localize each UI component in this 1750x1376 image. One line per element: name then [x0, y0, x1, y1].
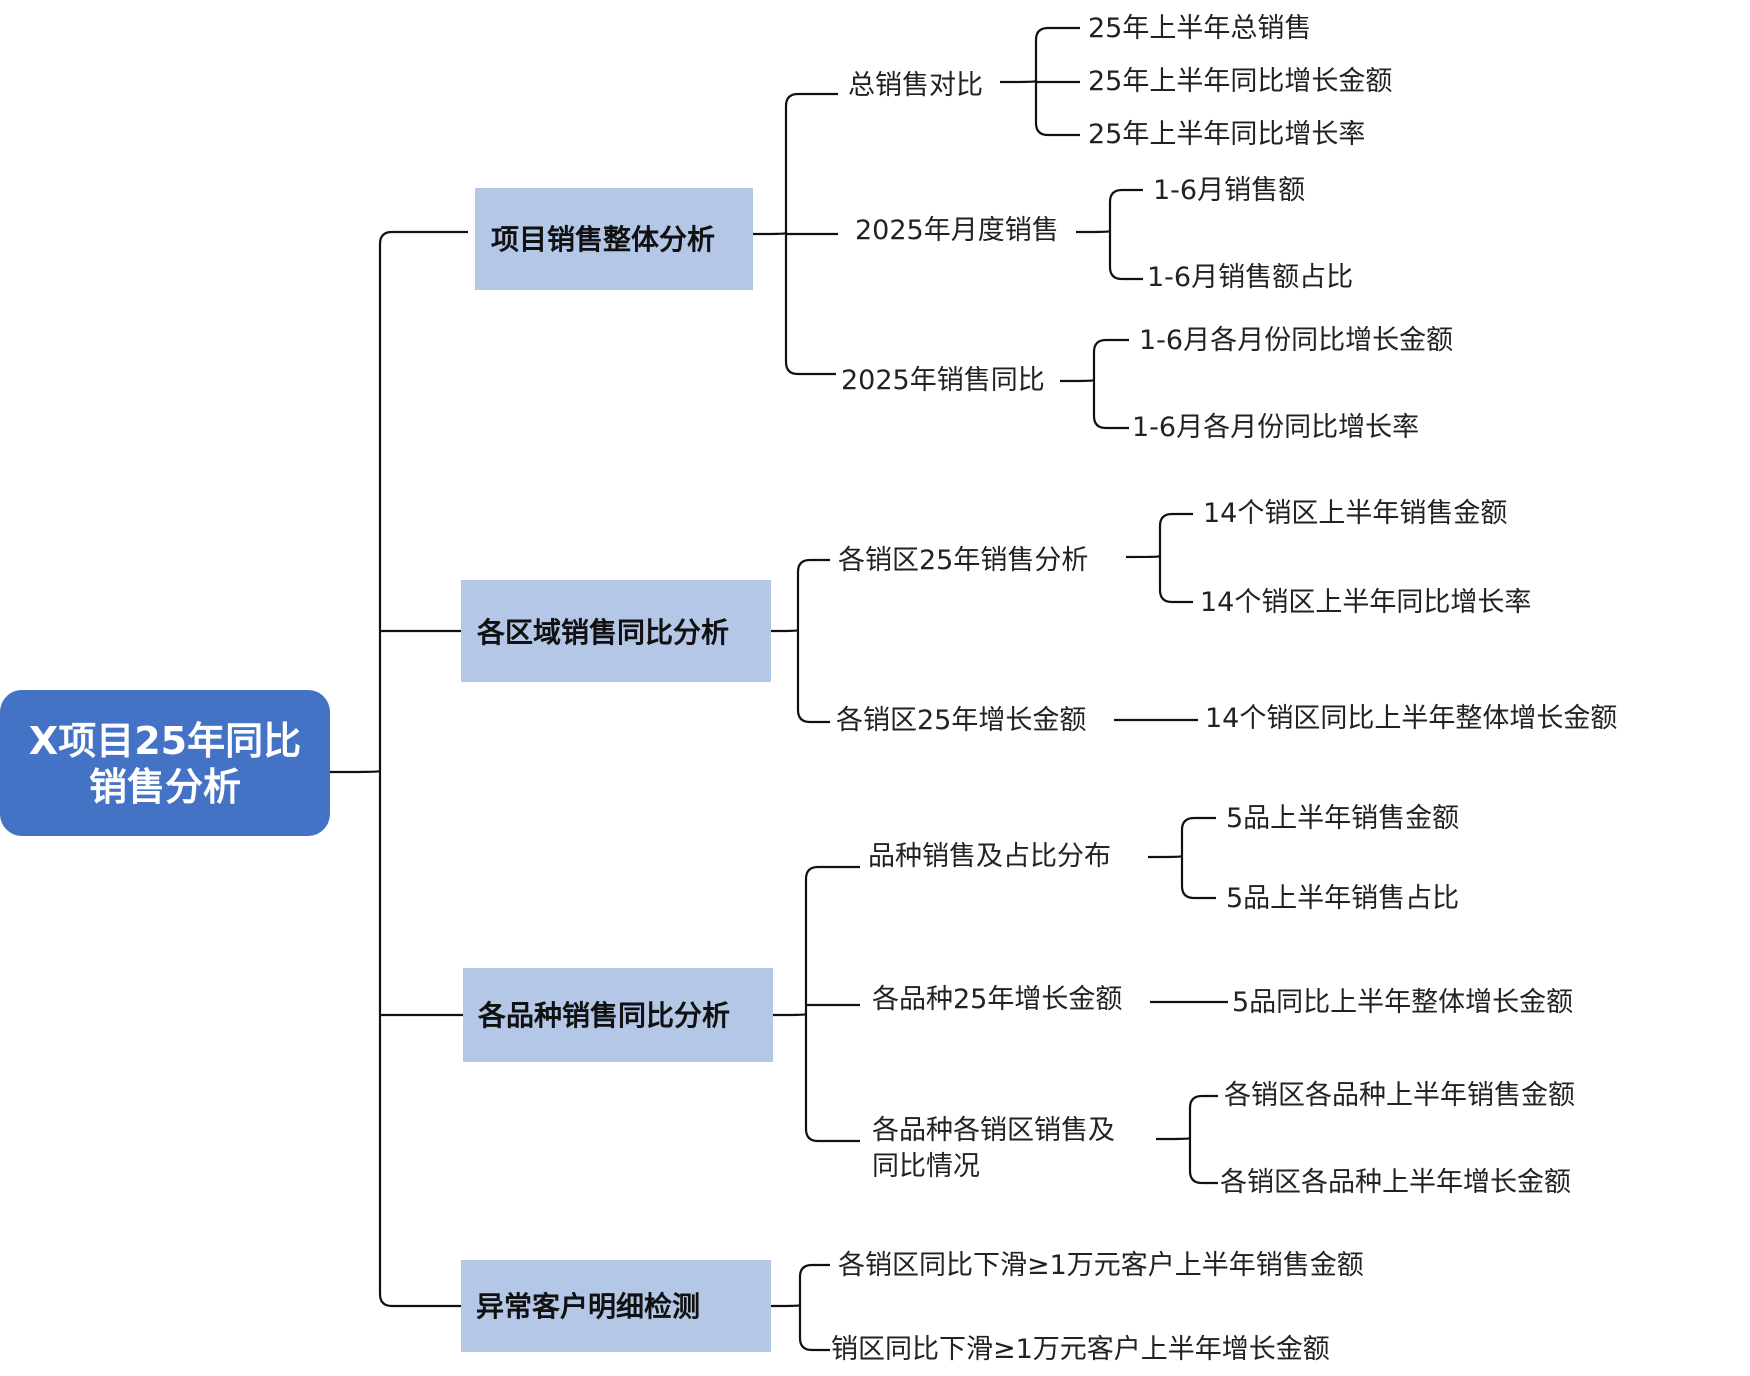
child-region-analysis-connector-arm [1158, 512, 1193, 527]
root-node[interactable]: X项目25年同比 销售分析 [0, 690, 330, 836]
child-yoy-connector-stem [1059, 378, 1096, 383]
branch-box [461, 1260, 771, 1352]
child-variety-region-connector-arm [1188, 1170, 1218, 1185]
root-connector-arm [378, 1293, 461, 1308]
leaf-node[interactable]: 5品同比上半年整体增长金额 [1232, 987, 1573, 1018]
connector-layer [329, 26, 1228, 1352]
child-region-analysis-connector-stem [1125, 554, 1162, 559]
branch-node-variety[interactable]: 各品种销售同比分析 [463, 968, 773, 1062]
child-node-variety-region-line-2[interactable]: 同比情况 [872, 1151, 980, 1182]
child-yoy-connector-arm [1092, 338, 1129, 353]
branch-label: 异常客户明细检测 [476, 1290, 700, 1323]
child-node-region-growth-amount[interactable]: 各销区25年增长金额 [836, 705, 1086, 736]
branch-box [475, 188, 753, 290]
leaf-node[interactable]: 1-6月各月份同比增长率 [1132, 412, 1419, 443]
child-total-connector-arm [1034, 122, 1080, 137]
leaf-node[interactable]: 各销区各品种上半年增长金额 [1220, 1167, 1571, 1198]
child-variety-region-connector-stem [1155, 1136, 1192, 1141]
child-variety-dist-connector-arm [1180, 885, 1216, 900]
root-title-line-1: X项目25年同比 [29, 719, 301, 763]
child-node-monthly-sales[interactable]: 2025年月度销售 [855, 215, 1059, 246]
branch-label: 各区域销售同比分析 [476, 616, 729, 649]
branch2-connector-arm [796, 558, 830, 573]
branch1-connector-arm [784, 92, 838, 107]
root-connector-stem [329, 769, 382, 774]
child-node-region-sales-analysis[interactable]: 各销区25年销售分析 [838, 545, 1088, 576]
branch-node-abnormal-customers[interactable]: 异常客户明细检测 [461, 1260, 771, 1352]
branch3-connector-arm [804, 1128, 860, 1143]
leaf-node[interactable]: 各销区各品种上半年销售金额 [1224, 1080, 1575, 1111]
branch4-connector-stem [770, 1303, 802, 1308]
child-region-analysis-connector-arm [1158, 589, 1193, 604]
leaf-node[interactable]: 5品上半年销售占比 [1226, 883, 1459, 914]
child-node-variety-region-line-1[interactable]: 各品种各销区销售及 [872, 1115, 1115, 1146]
child-yoy-connector-arm [1092, 415, 1129, 430]
leaf-node[interactable]: 25年上半年同比增长率 [1088, 119, 1365, 150]
leaf-node[interactable]: 1-6月销售额占比 [1147, 262, 1353, 293]
child-variety-region-connector-arm [1188, 1094, 1218, 1109]
leaf-node[interactable]: 25年上半年总销售 [1088, 13, 1311, 44]
branch4-connector-arm [798, 1337, 830, 1352]
child-node-sales-yoy[interactable]: 2025年销售同比 [841, 365, 1045, 396]
branch-label: 各品种销售同比分析 [477, 999, 730, 1032]
leaf-node[interactable]: 14个销区上半年销售金额 [1203, 498, 1507, 529]
root-connector-arm [378, 230, 468, 245]
branch4-connector-arm [798, 1263, 830, 1278]
child-node-variety-growth-amount[interactable]: 各品种25年增长金额 [872, 984, 1122, 1015]
child-node-decline-sales[interactable]: 各销区同比下滑≥1万元客户上半年销售金额 [838, 1250, 1364, 1281]
leaf-node[interactable]: 14个销区同比上半年整体增长金额 [1205, 703, 1617, 734]
child-total-connector-stem [999, 79, 1038, 84]
branch3-connector-stem [772, 1012, 808, 1017]
branch-node-region[interactable]: 各区域销售同比分析 [461, 580, 771, 682]
child-variety-dist-connector-arm [1180, 816, 1216, 831]
child-variety-dist-connector-stem [1147, 854, 1184, 859]
branch2-connector-arm [796, 709, 830, 724]
leaf-node[interactable]: 25年上半年同比增长金额 [1088, 66, 1392, 97]
leaf-node[interactable]: 14个销区上半年同比增长率 [1200, 587, 1531, 618]
branch2-connector-stem [770, 628, 800, 633]
branch1-connector-arm [784, 361, 836, 376]
child-monthly-connector-arm [1108, 188, 1143, 203]
leaf-node[interactable]: 5品上半年销售金额 [1226, 803, 1459, 834]
child-node-variety-distribution[interactable]: 品种销售及占比分布 [868, 841, 1111, 872]
branch-label: 项目销售整体分析 [491, 223, 715, 256]
leaf-node[interactable]: 1-6月各月份同比增长金额 [1139, 325, 1453, 356]
child-node-decline-growth[interactable]: 销区同比下滑≥1万元客户上半年增长金额 [831, 1334, 1330, 1365]
branch-box [463, 968, 773, 1062]
child-monthly-connector-arm [1108, 266, 1143, 281]
root-box [0, 690, 330, 836]
child-node-total-sales-compare[interactable]: 总销售对比 [848, 70, 983, 101]
branch1-connector-stem [752, 231, 788, 236]
child-total-connector-arm [1034, 26, 1080, 41]
branch3-connector-arm [804, 865, 860, 880]
leaf-node[interactable]: 1-6月销售额 [1153, 175, 1305, 206]
branch-box [461, 580, 771, 682]
child-monthly-connector-stem [1075, 229, 1112, 234]
branch-node-overall[interactable]: 项目销售整体分析 [475, 188, 753, 290]
root-title-line-2: 销售分析 [89, 765, 241, 809]
